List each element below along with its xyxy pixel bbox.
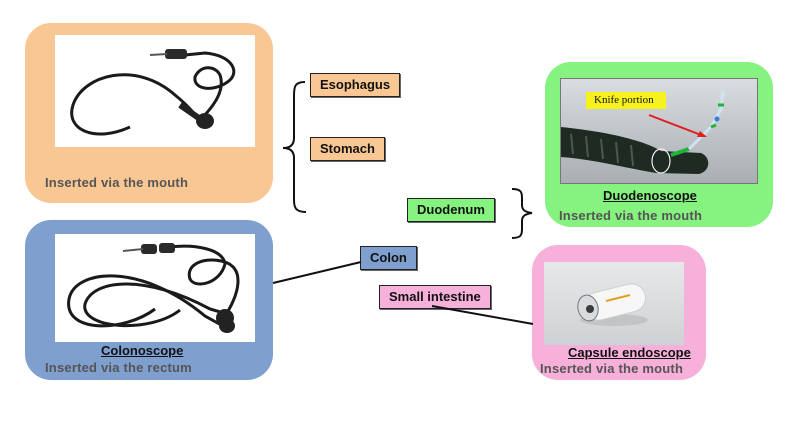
colon-connector — [272, 261, 362, 284]
colonoscope-title: Colonoscope — [101, 343, 184, 358]
capsule-endoscope-title: Capsule endoscope — [568, 345, 691, 360]
organ-label-duodenum: Duodenum — [407, 198, 495, 222]
capsule-endoscope-caption: Inserted via the mouth — [540, 361, 684, 376]
duodenoscope-title: Duodenoscope — [603, 188, 697, 203]
colonoscope-panel: Colonoscope Inserted via the rectum — [25, 220, 273, 380]
duodenoscope-caption: Inserted via the mouth — [559, 208, 703, 223]
colonoscope-image — [55, 234, 255, 342]
organ-label-stomach: Stomach — [310, 137, 385, 161]
knife-arrow-icon — [648, 114, 707, 137]
gastroscope-caption: Inserted via the mouth — [45, 175, 189, 190]
duodenum-brace — [511, 188, 533, 239]
organ-label-colon: Colon — [360, 246, 417, 270]
capsule-endoscope-panel: Capsule endoscope Inserted via the mouth — [532, 245, 706, 380]
capsule-endoscope-image — [544, 262, 684, 345]
gastroscope-image — [55, 35, 255, 147]
duodenoscope-image: Knife portion — [560, 78, 758, 184]
gastroscope-panel: Inserted via the mouth — [25, 23, 273, 203]
organ-label-small-intestine: Small intestine — [379, 285, 491, 309]
colonoscope-caption: Inserted via the rectum — [45, 360, 192, 375]
upper-gi-brace — [282, 81, 307, 213]
organ-label-esophagus: Esophagus — [310, 73, 401, 97]
knife-portion-label: Knife portion — [586, 92, 666, 109]
duodenoscope-panel: Knife portion Duodenoscope Inserted via … — [545, 62, 773, 227]
